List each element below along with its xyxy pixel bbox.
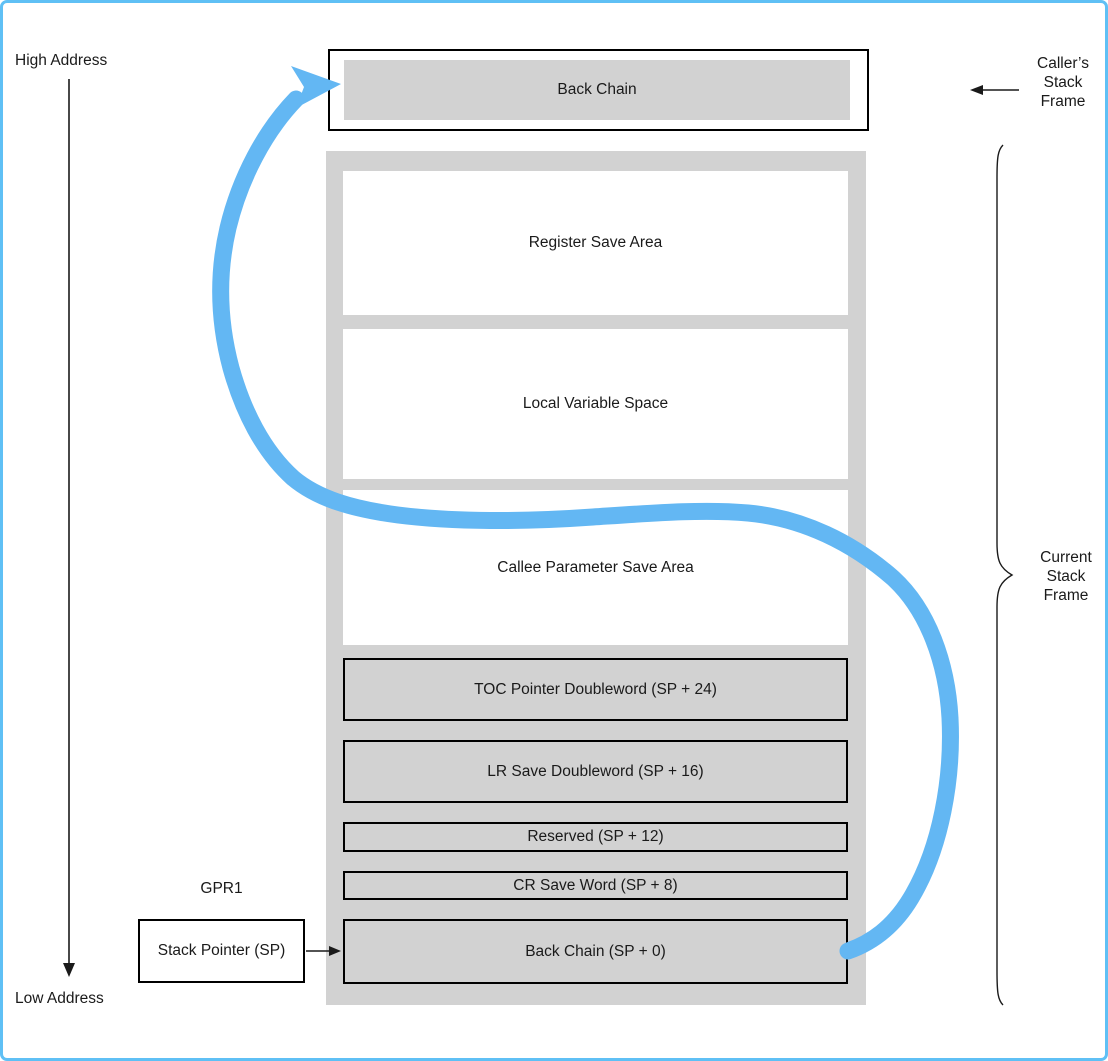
row-reserved: Reserved (SP + 12)	[343, 822, 848, 852]
current-frame-brace-icon	[996, 144, 1014, 1006]
row-label: Callee Parameter Save Area	[497, 558, 694, 576]
row-lr-save-doubleword: LR Save Doubleword (SP + 16)	[343, 740, 848, 803]
row-toc-pointer-doubleword: TOC Pointer Doubleword (SP + 24)	[343, 658, 848, 721]
row-label: Reserved (SP + 12)	[527, 828, 664, 845]
row-callee-parameter-save-area: Callee Parameter Save Area	[343, 490, 848, 645]
stack-pointer-box: Stack Pointer (SP)	[138, 919, 305, 983]
caller-frame-label: Caller’s Stack Frame	[1037, 55, 1089, 110]
row-label: Back Chain (SP + 0)	[525, 942, 666, 960]
row-label: CR Save Word (SP + 8)	[513, 876, 678, 894]
row-label: Local Variable Space	[522, 395, 669, 412]
address-direction-arrow-icon	[63, 79, 75, 977]
high-address-label: High Address	[15, 52, 108, 69]
row-cr-save-word: CR Save Word (SP + 8)	[343, 871, 848, 900]
row-back-chain-sp0: Back Chain (SP + 0)	[343, 919, 848, 984]
caller-frame-arrow-icon	[970, 85, 1019, 95]
current-frame-label: Current Stack Frame	[1040, 549, 1092, 604]
row-label: LR Save Doubleword (SP + 16)	[487, 762, 704, 780]
low-address-label: Low Address	[15, 990, 104, 1007]
stack-pointer-label: Stack Pointer (SP)	[157, 942, 286, 959]
row-local-variable-space: Local Variable Space	[343, 329, 848, 479]
gpr1-label: GPR1	[200, 880, 243, 897]
row-label: Register Save Area	[528, 234, 663, 251]
row-label: TOC Pointer Doubleword (SP + 24)	[474, 680, 717, 698]
row-register-save-area: Register Save Area	[343, 171, 848, 315]
caller-stack-frame-box: Back Chain	[328, 49, 869, 131]
caller-back-chain-cell: Back Chain	[344, 60, 850, 120]
